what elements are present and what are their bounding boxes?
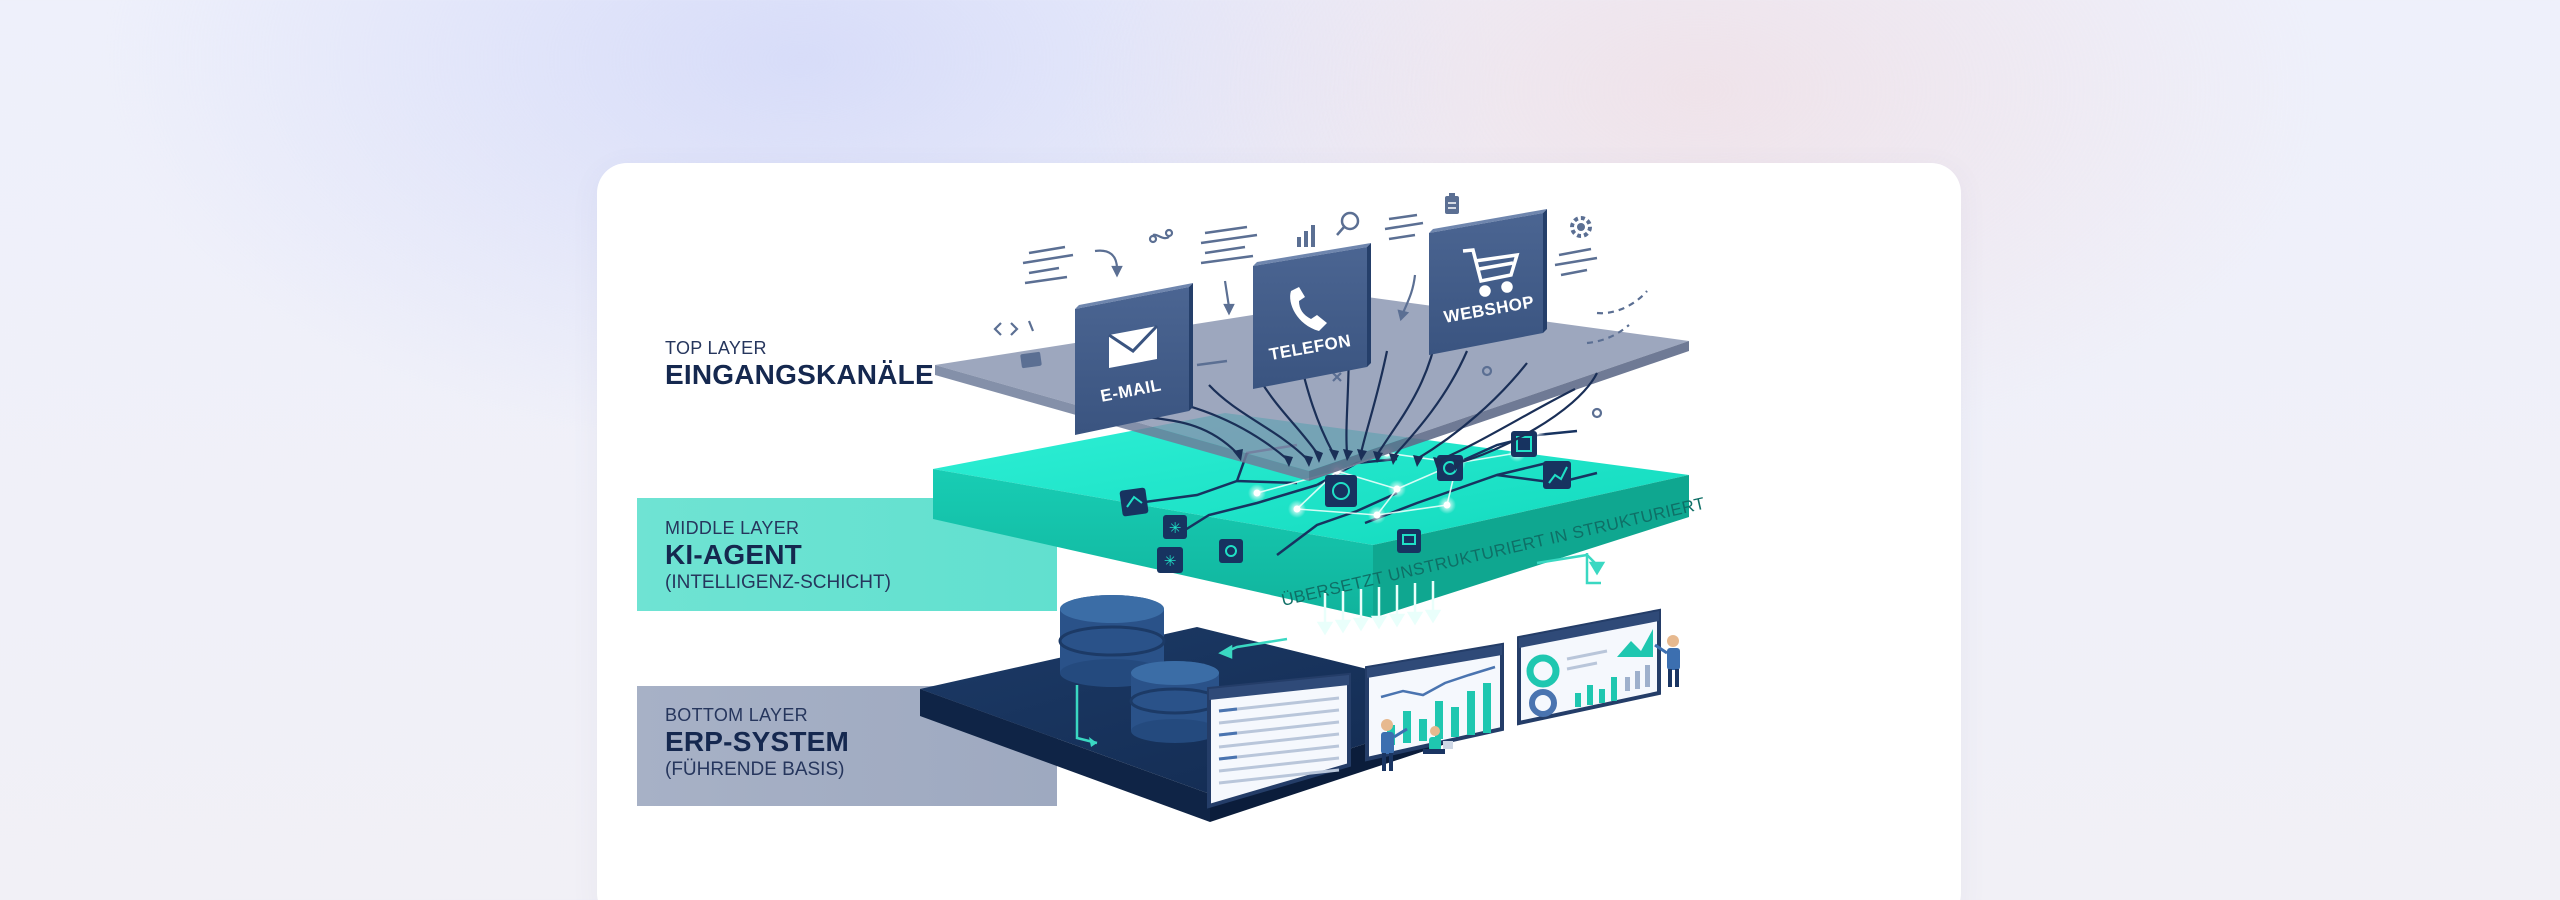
telefon-channel-tile: TELEFON: [1253, 243, 1371, 389]
side-flow-arrows: [1218, 553, 1606, 659]
top-layer-kicker: TOP LAYER: [665, 338, 767, 358]
channel-arrowheads: [1233, 449, 1463, 471]
phone-icon: [1290, 287, 1327, 331]
bar-chart-icon: [1297, 225, 1315, 247]
gear-icon: [1570, 216, 1592, 238]
brain-icon: [1325, 475, 1357, 507]
database-icon: [1058, 595, 1221, 747]
erp-table-screen: [1207, 672, 1351, 809]
top-layer-label: TOP LAYER EINGANGSKANÄLE: [665, 337, 934, 391]
ai-node-icons: ✳ ✳: [1119, 431, 1571, 573]
top-layer-title: EINGANGSKANÄLE: [665, 359, 934, 390]
person-icon: [1423, 726, 1453, 754]
analytics-screen: [1517, 608, 1661, 726]
envelope-icon: [1108, 324, 1159, 368]
clipboard-icon: [1445, 193, 1459, 214]
person-icon: [1654, 635, 1680, 687]
shopping-cart-icon: [1462, 248, 1520, 297]
person-icon: [1381, 719, 1408, 771]
middle-layer-label: MIDDLE LAYER KI-AGENT (INTELLIGENZ-SCHIC…: [665, 517, 891, 595]
bar-chart-screen: [1365, 642, 1504, 762]
bottom-layer-subtitle: (FÜHRENDE BASIS): [665, 759, 845, 780]
middle-layer-kicker: MIDDLE LAYER: [665, 518, 800, 538]
bottom-layer-label: BOTTOM LAYER ERP-SYSTEM (FÜHRENDE BASIS): [665, 704, 849, 782]
bottom-layer-kicker: BOTTOM LAYER: [665, 705, 808, 725]
email-channel-tile: E-MAIL: [1075, 283, 1193, 435]
data-flow-arrows: [1316, 581, 1442, 636]
svg-text:✳: ✳: [1164, 552, 1177, 570]
diagram-card: ÜBERSETZT UNSTRUKTURIERT IN STRUKTURIERT: [597, 163, 1961, 900]
svg-text:✳: ✳: [1169, 519, 1182, 537]
bottom-layer-title: ERP-SYSTEM: [665, 726, 850, 757]
channel-flow-lines: [1116, 332, 1598, 465]
middle-layer-subtitle: (INTELLIGENZ-SCHICHT): [665, 572, 891, 593]
layer-stack-illustration: ÜBERSETZT UNSTRUKTURIERT IN STRUKTURIERT: [920, 193, 1707, 822]
folder-icon: [1020, 351, 1042, 369]
middle-layer-title: KI-AGENT: [665, 539, 802, 570]
webshop-channel-tile: WEBSHOP: [1429, 209, 1547, 355]
magnifier-icon: [1336, 211, 1360, 236]
